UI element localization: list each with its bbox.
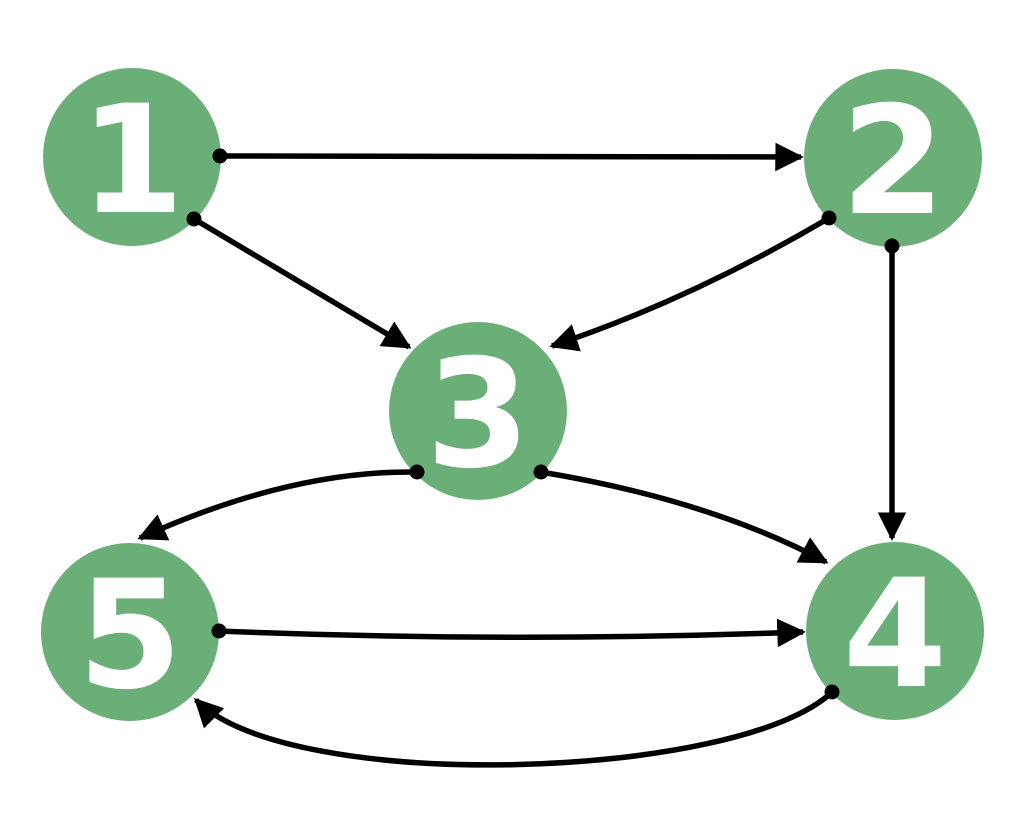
edge-4-5-origin-dot (824, 684, 840, 700)
node-5: 5 (41, 543, 219, 723)
edge-1-2-line (219, 142, 804, 172)
edge-1-2-origin-dot (212, 148, 228, 164)
node-3-label: 3 (426, 328, 530, 502)
edge-5-4-line (218, 618, 806, 648)
edge-2-4-origin-dot (884, 238, 900, 254)
edge-3-5 (137, 464, 425, 541)
edge-1-3-line (192, 216, 412, 350)
node-1: 1 (43, 68, 221, 248)
edge-3-4 (533, 464, 829, 565)
edge-3-5-line (137, 469, 418, 541)
edge-5-4-origin-dot (211, 623, 227, 639)
edge-1-2 (212, 142, 804, 172)
edge-3-4-origin-dot (533, 464, 549, 480)
node-5-label: 5 (78, 549, 182, 723)
edge-3-5-origin-dot (409, 464, 425, 480)
edge-2-3-origin-dot (821, 210, 837, 226)
node-4-label: 4 (843, 548, 947, 722)
edge-2-3 (549, 210, 837, 352)
edge-1-3 (186, 211, 412, 350)
node-2-circle (804, 69, 982, 247)
node-2-label: 2 (841, 75, 945, 249)
edge-5-4 (211, 618, 806, 648)
edge-1-3-origin-dot (186, 211, 202, 227)
edge-4-5-line (193, 690, 834, 768)
edge-3-4-line (540, 469, 829, 565)
node-3-circle (389, 322, 567, 500)
node-3: 3 (389, 322, 567, 502)
edge-4-5 (193, 684, 840, 768)
node-1-label: 1 (80, 74, 184, 248)
node-5-circle (41, 543, 219, 721)
node-4: 4 (806, 542, 984, 722)
node-4-circle (806, 542, 984, 720)
edge-2-4 (877, 238, 907, 541)
node-2: 2 (804, 69, 982, 249)
edge-2-3-line (549, 215, 831, 352)
node-1-circle (43, 68, 221, 246)
